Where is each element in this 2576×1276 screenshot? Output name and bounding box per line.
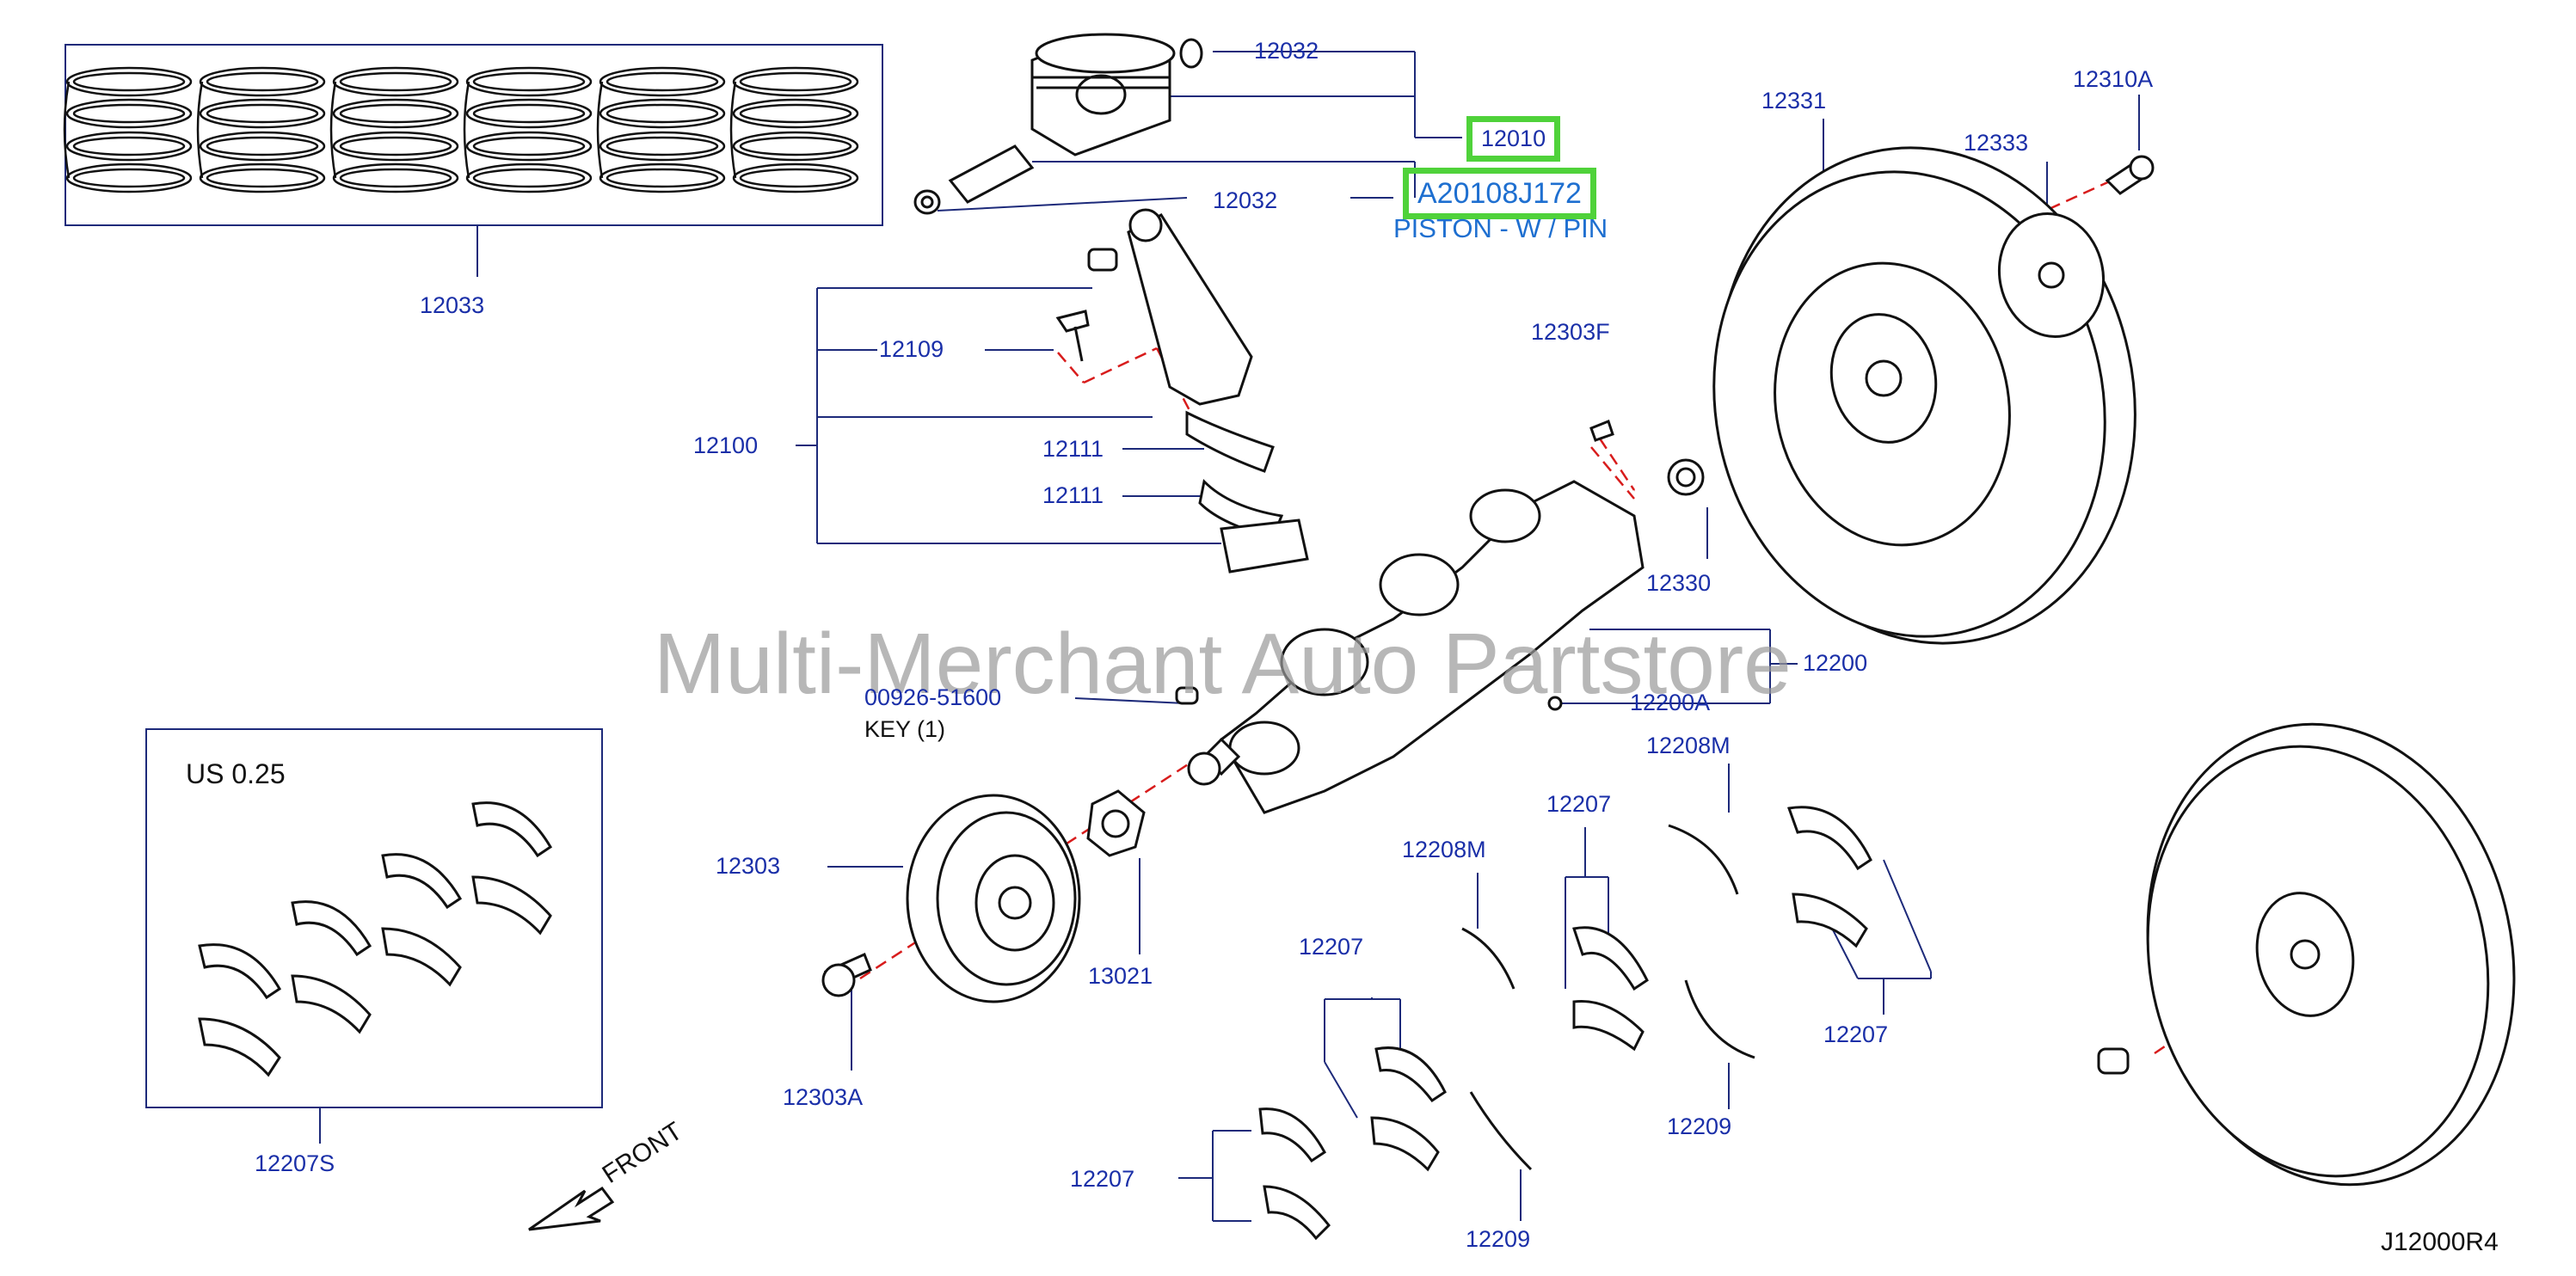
front-arrow-icon	[528, 1186, 615, 1231]
callout-12310A[interactable]: 12310A	[2073, 66, 2154, 92]
callout-12303[interactable]: 12303	[716, 853, 781, 879]
callout-12209-b[interactable]: 12209	[1466, 1226, 1531, 1252]
part-code-highlighted[interactable]: A20108J172	[1403, 168, 1596, 219]
callout-12100[interactable]: 12100	[693, 432, 759, 458]
callout-12207-a[interactable]: 12207	[1546, 791, 1612, 817]
callout-12333[interactable]: 12333	[1964, 130, 2029, 156]
callout-12111-a[interactable]: 12111	[1042, 436, 1104, 462]
pulley-drawing	[821, 789, 1146, 1003]
us-bearings-drawing	[198, 801, 553, 1077]
key-label: KEY (1)	[864, 716, 946, 742]
callout-12330[interactable]: 12330	[1646, 570, 1712, 596]
callout-12208M-a[interactable]: 12208M	[1402, 837, 1486, 862]
undersize-label: US 0.25	[186, 758, 286, 789]
connecting-rod-drawing	[1055, 208, 1309, 574]
part-description: PISTON - W / PIN	[1393, 213, 1608, 243]
callout-12207S[interactable]: 12207S	[255, 1150, 335, 1176]
callout-12200[interactable]: 12200	[1803, 650, 1868, 676]
flywheel-drawing	[1712, 146, 2155, 645]
diagram-id: J12000R4	[2381, 1228, 2499, 1256]
callout-12331[interactable]: 12331	[1761, 88, 1827, 113]
us-bearings-box	[145, 728, 603, 1108]
crankshaft-drawing	[1175, 420, 1705, 814]
watermark: Multi-Merchant Auto Partstore	[654, 616, 1792, 712]
piston-rings-drawing	[63, 66, 859, 193]
callout-12032-bottom[interactable]: 12032	[1213, 187, 1278, 213]
callout-12303A[interactable]: 12303A	[783, 1084, 864, 1110]
callout-12207-d[interactable]: 12207	[1070, 1166, 1135, 1192]
callout-13021[interactable]: 13021	[1088, 963, 1153, 989]
piston-drawing	[913, 33, 1203, 215]
callout-12010-highlighted[interactable]: 12010	[1466, 116, 1561, 162]
rod-bolt-axis	[1057, 352, 1085, 383]
callout-12208M-b[interactable]: 12208M	[1646, 733, 1731, 758]
callout-12111-b[interactable]: 12111	[1042, 482, 1104, 508]
callout-12033[interactable]: 12033	[420, 292, 485, 318]
callout-12109[interactable]: 12109	[879, 336, 944, 362]
flexplate-drawing	[2097, 722, 2516, 1187]
callout-12207-b[interactable]: 12207	[1299, 934, 1364, 960]
callout-12303F[interactable]: 12303F	[1531, 319, 1610, 345]
callout-12209-a[interactable]: 12209	[1667, 1113, 1732, 1139]
main-bearings-drawing	[1258, 806, 1872, 1241]
callout-12032-top[interactable]: 12032	[1254, 38, 1319, 64]
callout-12200A[interactable]: 12200A	[1630, 690, 1711, 715]
callout-00926-51600[interactable]: 00926-51600	[864, 684, 1002, 710]
callout-12207-c[interactable]: 12207	[1823, 1021, 1889, 1047]
